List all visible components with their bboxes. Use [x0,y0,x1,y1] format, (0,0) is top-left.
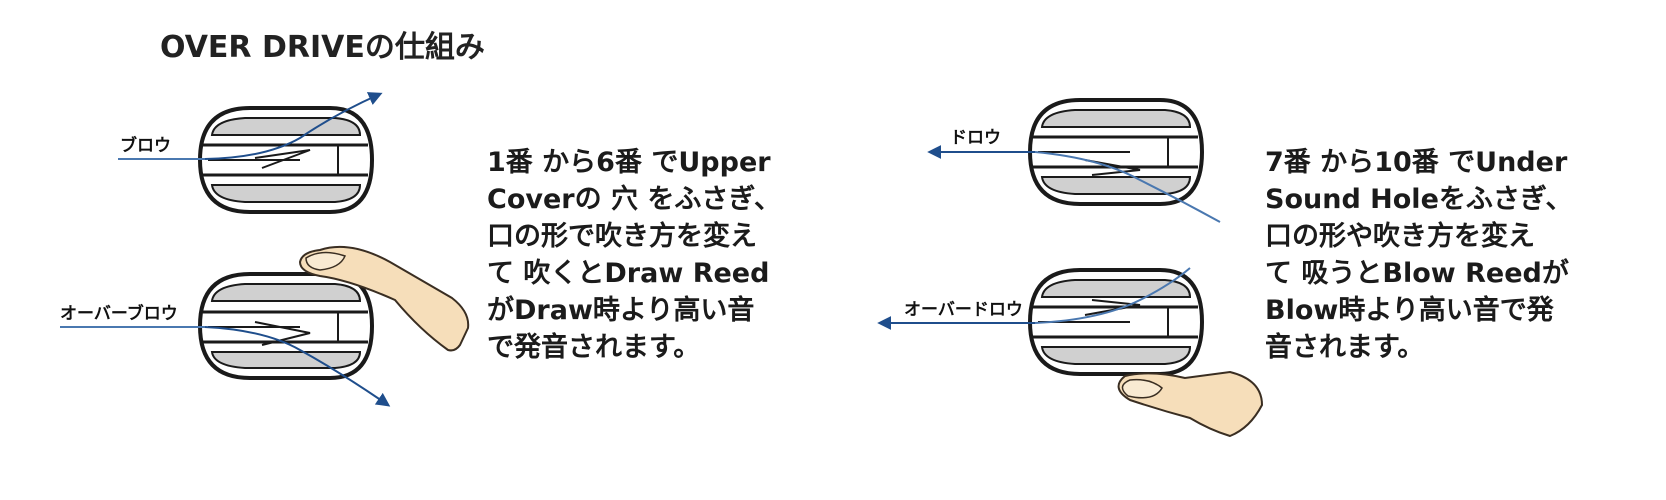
blow-harmonica [197,106,375,214]
draw-label: ドロウ [950,128,1001,148]
description-left-line: がDraw時より高い音 [487,295,755,326]
description-left-line: で発音されます。 [487,332,701,363]
description-left-line: て 吹くとDraw Reed [487,258,770,289]
diagram-title: OVER DRIVEの仕組み [160,30,485,65]
finger-upper [298,245,470,352]
description-left-line: 1番 から6番 でUpper [487,147,771,178]
description-right-line: Blow時より高い音で発 [1265,295,1554,326]
draw-flow-line [1034,151,1221,223]
description-right-line: 口の形や吹き方を変え [1265,221,1535,252]
description-right-line: 音されます。 [1265,332,1425,363]
description-right-line: 7番 から10番 でUnder [1265,147,1568,178]
description-left: 1番 から6番 でUpper Coverの 穴 をふさぎ、 口の形で吹き方を変え… [487,144,781,366]
blow-arrow [204,92,383,160]
description-left-line: 口の形で吹き方を変え [487,221,757,252]
description-right-line: Sound Holeをふさぎ、 [1265,184,1573,215]
blow-label: ブロウ [120,135,171,156]
overblow-label: オーバーブロウ [60,303,178,324]
overdraw-label: オーバードロウ [904,300,1023,320]
overdraw-harmonica [1027,268,1205,376]
description-left-line: Coverの 穴 をふさぎ、 [487,184,782,215]
description-right-line: て 吸うとBlow Reedが [1265,258,1569,289]
overdraw-flow-line [1034,267,1191,324]
overblow-arrow [204,326,391,407]
overblow-harmonica [197,272,375,380]
draw-harmonica [1027,98,1205,206]
description-right: 7番 から10番 でUnder Sound Holeをふさぎ、 口の形や吹き方を… [1265,144,1573,366]
